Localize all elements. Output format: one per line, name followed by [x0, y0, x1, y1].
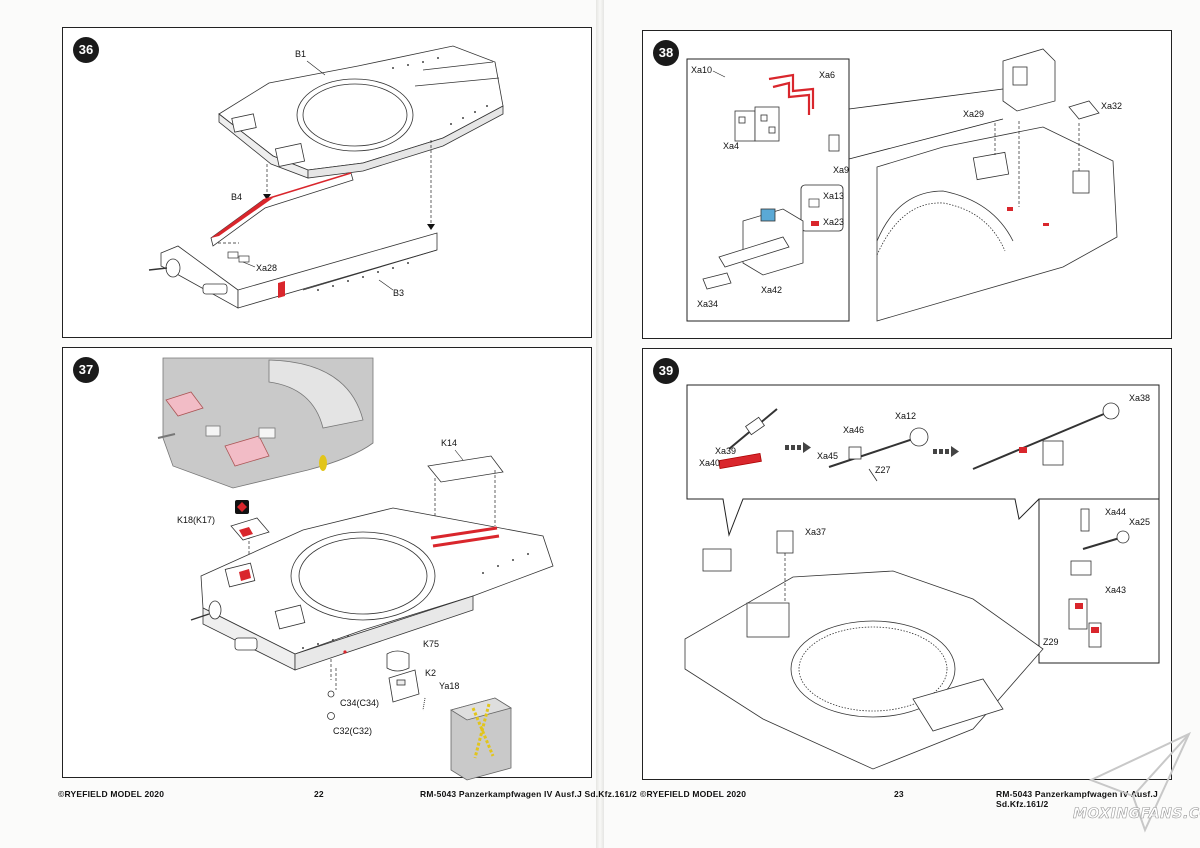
part-k2 [388, 669, 420, 703]
part-xa32 [1068, 100, 1100, 120]
part-xa6 [768, 73, 815, 115]
label-xa25: Xa25 [1129, 517, 1150, 527]
part-xa4 [734, 106, 780, 142]
mg-assembly-1 [718, 408, 778, 470]
context-hull-view [157, 357, 374, 489]
label-xa13: Xa13 [823, 191, 844, 201]
step-38-diagram: Xa6 Xa10 Xa4 Xa9 Xa13 Xa23 Xa34 Xa42 [686, 48, 1122, 322]
label-xa37: Xa37 [805, 527, 826, 537]
label-xa46: Xa46 [843, 425, 864, 435]
side-plate-b4 [210, 172, 354, 247]
hull-assembled [684, 530, 1044, 770]
part-k14 [427, 455, 504, 483]
label-xa29: Xa29 [963, 109, 984, 119]
label-b4: B4 [231, 192, 242, 202]
label-xa44: Xa44 [1105, 507, 1126, 517]
page-gutter [596, 0, 604, 848]
paper-plane-logo-icon [1088, 731, 1192, 833]
label-b1: B1 [295, 49, 306, 59]
toolbox-inset [450, 697, 512, 781]
footer-model-right: RM-5043 Panzerkampfwagen IV Ausf.J Sd.Kf… [996, 789, 1158, 809]
label-z27: Z27 [875, 465, 891, 475]
mount-parts [1068, 508, 1130, 648]
step-arrow-icon [785, 442, 959, 457]
label-z29: Z29 [1043, 637, 1059, 647]
step-37-panel: 37 K14 [62, 347, 592, 781]
mg-assembly-2 [828, 427, 929, 482]
part-k75 [386, 650, 410, 672]
mg-assembly-3 [972, 402, 1120, 470]
label-xa43: Xa43 [1105, 585, 1126, 595]
label-ya18: Ya18 [439, 681, 459, 691]
step-39-number: 39 [653, 358, 679, 384]
part-xa9 [828, 134, 840, 152]
footer-copyright-right: ©RYEFIELD MODEL 2020 [640, 789, 747, 799]
footer-copyright-left: ©RYEFIELD MODEL 2020 [58, 789, 165, 799]
label-xa39: Xa39 [715, 446, 736, 456]
label-xa42: Xa42 [761, 285, 782, 295]
step-36-number: 36 [73, 37, 99, 63]
step-38-panel: 38 Xa6 Xa10 Xa4 Xa9 Xa13 Xa23 [642, 30, 1172, 339]
step-36-panel: 36 B1 [62, 27, 592, 338]
k14-rails [430, 526, 500, 548]
gun-callout-box [686, 384, 1160, 537]
step-39-panel: 39 Xa39 Xa40 Xa46 Xa12 Xa45 Z27 [642, 348, 1172, 780]
label-k75: K75 [423, 639, 439, 649]
assembled-hull [190, 507, 554, 671]
footer-model-left: RM-5043 Panzerkampfwagen IV Ausf.J Sd.Kf… [420, 789, 637, 799]
label-k2: K2 [425, 668, 436, 678]
label-k18: K18(K17) [177, 515, 215, 525]
lower-hull-plate-b3 [148, 232, 438, 309]
label-xa32: Xa32 [1101, 101, 1122, 111]
label-xa28: Xa28 [256, 263, 277, 273]
step-37-diagram: K14 K18(K17) [157, 357, 554, 781]
step-36-diagram: B1 B4 Xa28 [148, 45, 504, 309]
upper-hull-plate-b1 [218, 45, 504, 179]
label-xa38: Xa38 [1129, 393, 1150, 403]
label-xa6: Xa6 [819, 70, 835, 80]
hull-interior [876, 126, 1118, 322]
label-xa23: Xa23 [823, 217, 844, 227]
label-xa9: Xa9 [833, 165, 849, 175]
label-xa12: Xa12 [895, 411, 916, 421]
label-k14: K14 [441, 438, 457, 448]
page-number-left: 22 [314, 789, 324, 799]
label-c34: C34(C34) [340, 698, 379, 708]
step-37-number: 37 [73, 357, 99, 383]
part-c34 [327, 690, 335, 720]
label-b3: B3 [393, 288, 404, 298]
part-radio-top [1002, 48, 1056, 112]
radio-rack [718, 208, 804, 276]
label-xa10: Xa10 [691, 65, 712, 75]
label-xa45: Xa45 [817, 451, 838, 461]
label-xa34: Xa34 [697, 299, 718, 309]
label-xa4: Xa4 [723, 141, 739, 151]
part-xa28 [227, 251, 250, 263]
step-39-diagram: Xa39 Xa40 Xa46 Xa12 Xa45 Z27 Xa38 [684, 384, 1160, 770]
label-c32: C32(C32) [333, 726, 372, 736]
step-38-number: 38 [653, 40, 679, 66]
watermark-text: MOXINGFANS.COM [1073, 806, 1200, 823]
page-number-right: 23 [894, 789, 904, 799]
part-xa34 [702, 272, 732, 290]
label-xa40: Xa40 [699, 458, 720, 468]
